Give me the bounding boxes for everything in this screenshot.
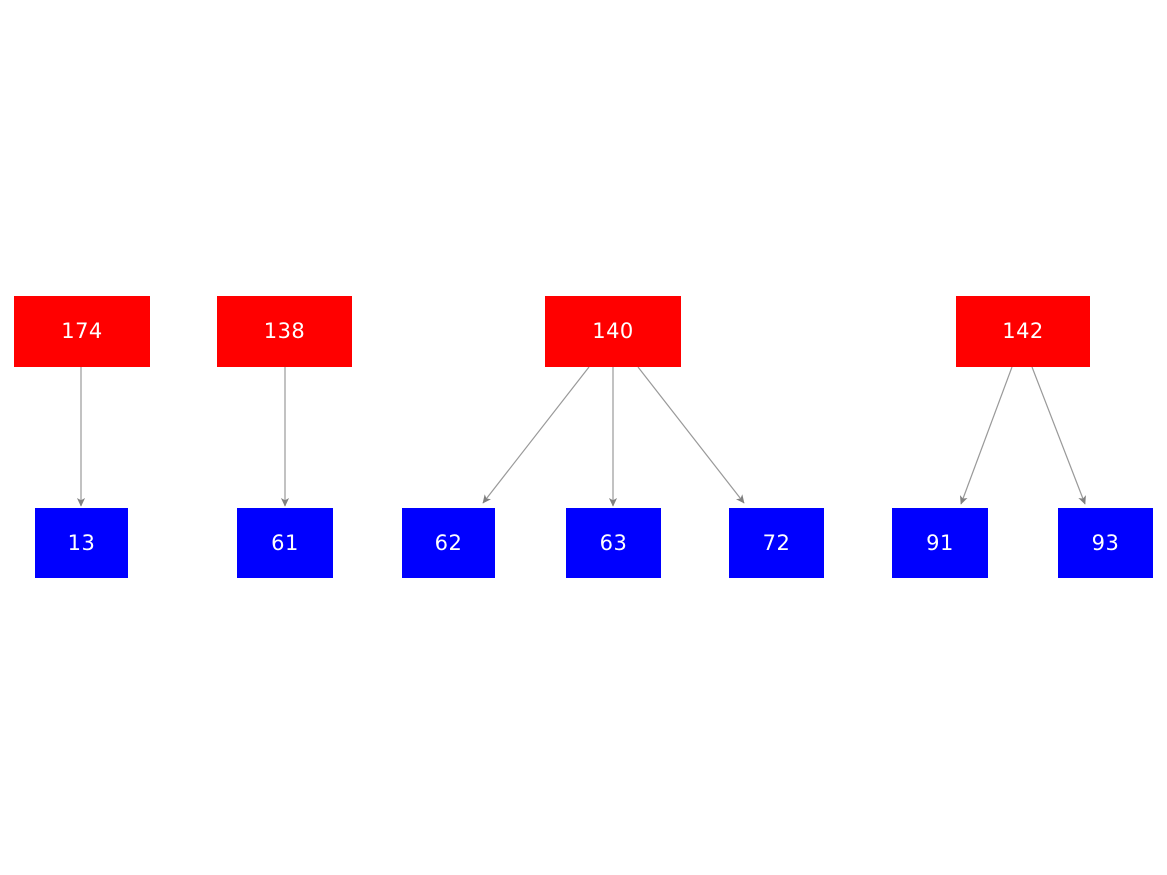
node-142[interactable]: 142 [956,296,1090,367]
node-138[interactable]: 138 [217,296,352,367]
node-72[interactable]: 72 [729,508,824,578]
edge-140-to-72 [637,366,745,504]
edge-group [76,366,1086,507]
node-label-62: 62 [434,530,463,555]
node-label-61: 61 [271,530,299,555]
node-label-140: 140 [592,319,634,343]
node-label-174: 174 [61,319,103,343]
edge-142-to-93 [1031,366,1086,505]
edge-142-to-91 [959,366,1013,505]
node-label-72: 72 [762,530,791,555]
edge-140-to-62 [482,366,590,504]
node-label-138: 138 [263,319,306,343]
node-62[interactable]: 62 [402,508,495,578]
node-13[interactable]: 13 [35,508,128,578]
node-91[interactable]: 91 [892,508,988,578]
node-label-93: 93 [1091,530,1120,555]
node-174[interactable]: 174 [14,296,150,367]
node-label-91: 91 [926,530,954,555]
node-label-63: 63 [599,530,628,555]
node-61[interactable]: 61 [237,508,333,578]
node-63[interactable]: 63 [566,508,661,578]
node-93[interactable]: 93 [1058,508,1153,578]
node-140[interactable]: 140 [545,296,681,367]
node-label-13: 13 [67,530,96,555]
node-label-142: 142 [1002,319,1044,343]
